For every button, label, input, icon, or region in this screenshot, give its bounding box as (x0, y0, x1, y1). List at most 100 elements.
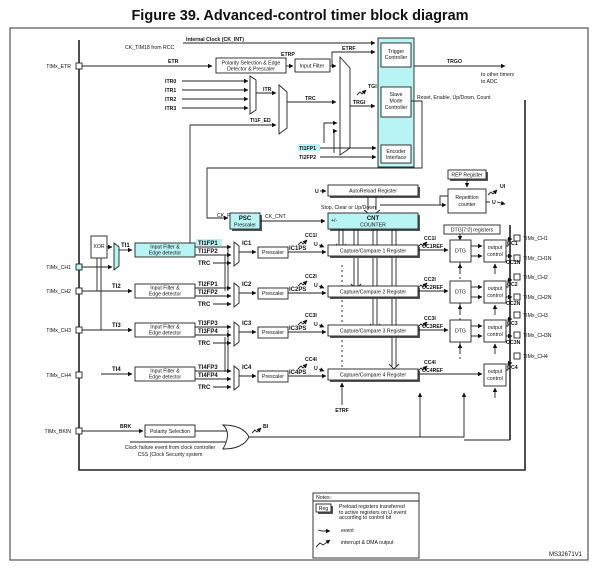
output-pin-label: TIMx_CH2 (523, 275, 548, 281)
output-label: output (488, 286, 503, 292)
svg-text:CNT: CNT (367, 216, 380, 222)
outer-frame (9, 27, 589, 561)
psc-prescaler-block: PSC Prescaler (229, 212, 262, 231)
output-label: output (488, 369, 503, 375)
oc1ref-label: OC1REF (422, 244, 443, 250)
capture-compare-3-register: Capture/Compare 3 Register (327, 324, 420, 338)
inner-boundary (78, 40, 526, 471)
encoder-interface-block: Encoder Interface (380, 144, 412, 164)
ic2-mux (233, 282, 240, 308)
or-gate (221, 424, 250, 450)
ck-psc-line (206, 100, 423, 221)
prescaler-1: Prescaler (257, 246, 289, 259)
figure-title: Figure 39. Advanced-control timer block … (131, 8, 469, 24)
etrp-label: ETRP (281, 52, 295, 58)
brk-label: BRK (120, 424, 131, 430)
svg-text:REP Register: REP Register (451, 173, 483, 179)
ccr-label: Capture/Compare 1 Register (340, 249, 407, 255)
cc2i-out-label: CC2I (424, 277, 436, 283)
svg-text:Mode: Mode (390, 99, 403, 105)
pin-etr[interactable]: TIMx_ETR (46, 62, 83, 70)
dtg-label: DTG (455, 249, 466, 255)
dtg-2: DTG (449, 280, 472, 304)
pin-out-ch3n[interactable]: TIMx_CH3N (513, 331, 552, 339)
trgi-mux (339, 55, 351, 156)
rep-register: REP Register (447, 169, 488, 181)
event-icon (318, 323, 325, 328)
svg-text:Trigger: Trigger (388, 49, 405, 55)
etrf-label: ETRF (342, 46, 356, 52)
pin-out-ch3[interactable]: TIMx_CH3 (513, 311, 548, 319)
ic4-mux (233, 365, 240, 391)
cc3i-out-label: CC3I (424, 316, 436, 322)
pin-ch1[interactable]: TIMx_CH1 (46, 263, 83, 271)
pin-out-ch4[interactable]: TIMx_CH4 (513, 352, 548, 360)
cc4i-label: CC4I (305, 357, 317, 363)
slave-control-label: Reset, Enable, Up/Down, Count (417, 95, 491, 101)
stop-clear-label: Stop, Clear or Up/Down (321, 205, 376, 211)
svg-text:Encoder: Encoder (386, 149, 406, 155)
itr-inputs: ITR0 ITR1 ITR2 ITR3 (165, 78, 249, 112)
polarity-selection-block: Polarity Selection (144, 424, 196, 438)
trgo-label: TRGO (447, 59, 462, 65)
prescaler-label: Prescaler (262, 330, 284, 336)
etrf-bottom-label: ETRF (335, 408, 349, 414)
interrupt-icon (297, 239, 308, 246)
ic1-mux (233, 241, 240, 267)
filter-label: Edge detector (149, 251, 182, 257)
output-pin-label: TIMx_CH2N (523, 295, 552, 301)
etr-label: ETR (168, 59, 179, 65)
pin-out-ch1n[interactable]: TIMx_CH1N (513, 254, 552, 262)
pin-out-ch2[interactable]: TIMx_CH2 (513, 273, 548, 281)
pin-ch3[interactable]: TIMx_CH3 (46, 326, 83, 334)
dtg-label: DTG (455, 290, 466, 296)
input-filter-4: Input Filter &Edge detector (134, 366, 196, 382)
ti3-label: TI3 (112, 323, 121, 329)
pin-bkin[interactable]: TIMx_BKIN (44, 427, 83, 435)
svg-text:Input Filter: Input Filter (300, 64, 325, 70)
dtg-3: DTG (449, 319, 472, 343)
pin-ch2-label: TIMx_CH2 (46, 289, 71, 295)
trc-top-label: TRC (305, 96, 316, 102)
itr-mux (249, 75, 257, 115)
oc2-label: OC2 (507, 282, 518, 288)
trgi-label: TRGI (353, 100, 366, 106)
svg-text:COUNTER: COUNTER (360, 223, 386, 229)
ti1fp1-enc-label: TI1FP1 (299, 146, 316, 152)
notes-legend: Notes: Reg Preload registers transferred… (312, 492, 420, 559)
svg-text:to active registers on U event: to active registers on U event (339, 510, 407, 516)
cc4i-out-label: CC4I (424, 360, 436, 366)
ic4-label: IC4 (242, 365, 252, 371)
ic3-mux (233, 321, 240, 347)
svg-text:Preload registers transferred: Preload registers transferred (339, 504, 405, 510)
trc-label-4: TRC (198, 385, 211, 391)
interrupt-icon (417, 282, 428, 289)
pin-ch2[interactable]: TIMx_CH2 (46, 287, 83, 295)
pin-out-ch1[interactable]: TIMx_CH1 (513, 234, 548, 242)
event-icon (318, 243, 325, 248)
ic4ps-label: IC4PS (289, 370, 306, 376)
control-label: control (487, 332, 503, 338)
pin-ch1-label: TIMx_CH1 (46, 265, 71, 271)
internal-clock-label: Internal Clock (CK_INT) (186, 37, 244, 43)
pin-ch3-label: TIMx_CH3 (46, 328, 71, 334)
ccr-label: Capture/Compare 2 Register (340, 290, 407, 296)
svg-text:PSC: PSC (239, 216, 252, 222)
pin-ch4[interactable]: TIMx_CH4 (46, 371, 83, 379)
ti3fp4-label: TI3FP4 (198, 329, 218, 335)
svg-text:event: event (341, 528, 354, 534)
filter-label: Edge detector (149, 375, 182, 381)
interrupt-icon (417, 321, 428, 328)
rcc-clock-label: CK_TIM18 from RCC (125, 45, 175, 51)
pin-out-ch2n[interactable]: TIMx_CH2N (513, 293, 552, 301)
trc-label-3: TRC (198, 341, 211, 347)
prescaler-label: Prescaler (262, 291, 284, 297)
itr3-label: ITR3 (165, 106, 176, 112)
ti2fp2-enc-label: TI2FP2 (299, 155, 316, 161)
trgo-dest1: to other timers (481, 72, 515, 78)
oc1-label: OC1 (507, 241, 518, 247)
svg-text:AutoReload Register: AutoReload Register (349, 189, 397, 195)
